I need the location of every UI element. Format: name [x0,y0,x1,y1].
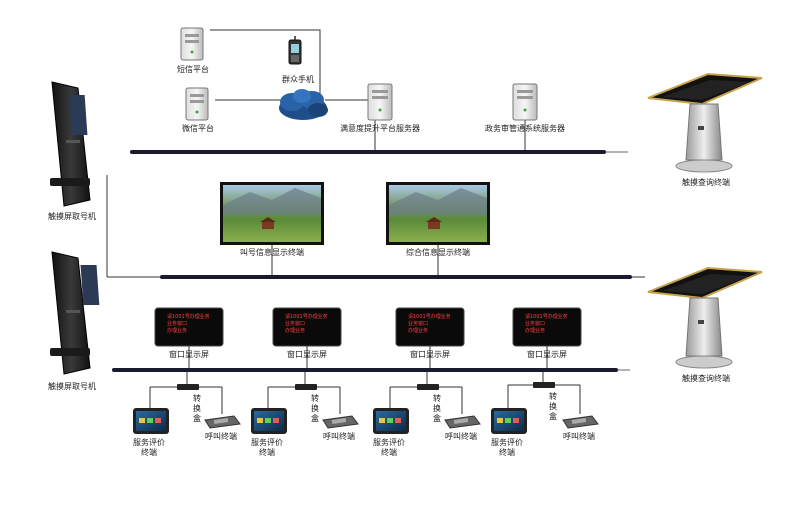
supervision-server-icon [512,83,538,121]
call-display-label: 叫号信息显示终端 [240,248,304,257]
window-screen-3-text: 请1001号办理业务 业务窗口 办理业务 [408,314,451,335]
internet-cloud-icon [279,89,328,120]
evaluation-tablet-icon [491,408,527,434]
top-network-bus [130,150,628,154]
device-group-2 [251,372,359,434]
kiosk-bottom-label: 触摸屏取号机 [48,382,96,391]
sms-server-icon [180,27,204,61]
screen-line-3: 办理业务 [167,328,188,334]
window-screen-3-label: 窗口显示屏 [410,350,450,359]
wechat-server-icon [185,87,209,121]
screen-line-1: 请1001号办理业务 [408,314,451,320]
mobile-phone-icon [288,36,302,65]
eval-terminal-label-3: 服务评价终端 [373,438,405,457]
device-group-1 [133,372,241,434]
query-terminal-top-label: 触摸查询终端 [682,178,730,187]
eval-terminal-label-2: 服务评价终端 [251,438,283,457]
bottom-network-bus [112,368,630,372]
call-terminal-label-2: 呼叫终端 [323,432,355,441]
window-screen-4-text: 请1001号办理业务 业务窗口 办理业务 [525,314,568,335]
converter-box-icon [177,384,199,390]
device-group-3 [373,372,481,434]
window-screen-1-text: 请1001号办理业务 业务窗口 办理业务 [167,314,210,335]
screen-line-1: 请1001号办理业务 [525,314,568,320]
screen-line-3: 办理业务 [285,328,306,334]
evaluation-tablet-icon [251,408,287,434]
window-screen-3 [395,307,465,368]
window-screen-4-label: 窗口显示屏 [527,350,567,359]
screen-line-2: 业务窗口 [285,321,306,327]
eval-terminal-label-4: 服务评价终端 [491,438,523,457]
window-screen-1-label: 窗口显示屏 [169,350,209,359]
query-terminal-top [647,72,763,173]
converter-box-icon [533,382,555,388]
sms-platform-label: 短信平台 [177,65,209,74]
converter-box-icon [295,384,317,390]
screen-line-3: 办理业务 [408,328,429,334]
satisfaction-server-label: 满意度提升平台服务器 [340,124,420,133]
eval-terminal-label-1: 服务评价终端 [133,438,165,457]
query-terminal-bottom-label: 触摸查询终端 [682,374,730,383]
info-display-label: 综合信息显示终端 [406,248,470,257]
window-screen-2-label: 窗口显示屏 [287,350,327,359]
trunk-lines [106,175,645,278]
screen-line-2: 业务窗口 [408,321,429,327]
comprehensive-info-display [386,182,490,245]
kiosk-top-label: 触摸屏取号机 [48,212,96,221]
screen-line-1: 请1001号办理业务 [167,314,210,320]
window-screen-2-text: 请1001号办理业务 业务窗口 办理业务 [285,314,328,335]
call-pager-icon [444,415,481,429]
evaluation-tablet-icon [373,408,409,434]
public-phone-label: 群众手机 [282,75,314,84]
call-terminal-label-3: 呼叫终端 [445,432,477,441]
converter-label-3: 转换盒 [433,394,441,423]
ticket-kiosk-bottom [50,251,100,375]
converter-label-1: 转换盒 [193,394,201,423]
screen-line-2: 业务窗口 [525,321,546,327]
call-pager-icon [322,415,359,429]
satisfaction-server-icon [367,83,393,121]
call-terminal-label-1: 呼叫终端 [205,432,237,441]
middle-network-bus [160,275,632,279]
evaluation-tablet-icon [133,408,169,434]
call-info-display [220,182,324,245]
ticket-kiosk-top [50,81,91,207]
converter-label-4: 转换盒 [549,392,557,421]
call-terminal-label-4: 呼叫终端 [563,432,595,441]
screen-line-3: 办理业务 [525,328,546,334]
call-pager-icon [562,415,599,429]
window-screen-1 [154,307,224,368]
query-terminal-bottom [647,266,763,369]
converter-box-icon [417,384,439,390]
screen-line-1: 请1001号办理业务 [285,314,328,320]
window-screen-4 [512,307,582,368]
wechat-platform-label: 微信平台 [182,124,214,133]
screen-line-2: 业务窗口 [167,321,188,327]
window-screen-2 [272,307,342,368]
window-screens [154,307,582,368]
call-pager-icon [204,415,241,429]
supervision-server-label: 政务审管通系统服务器 [485,124,565,133]
converter-label-2: 转换盒 [311,394,319,423]
device-group-4 [491,372,599,434]
